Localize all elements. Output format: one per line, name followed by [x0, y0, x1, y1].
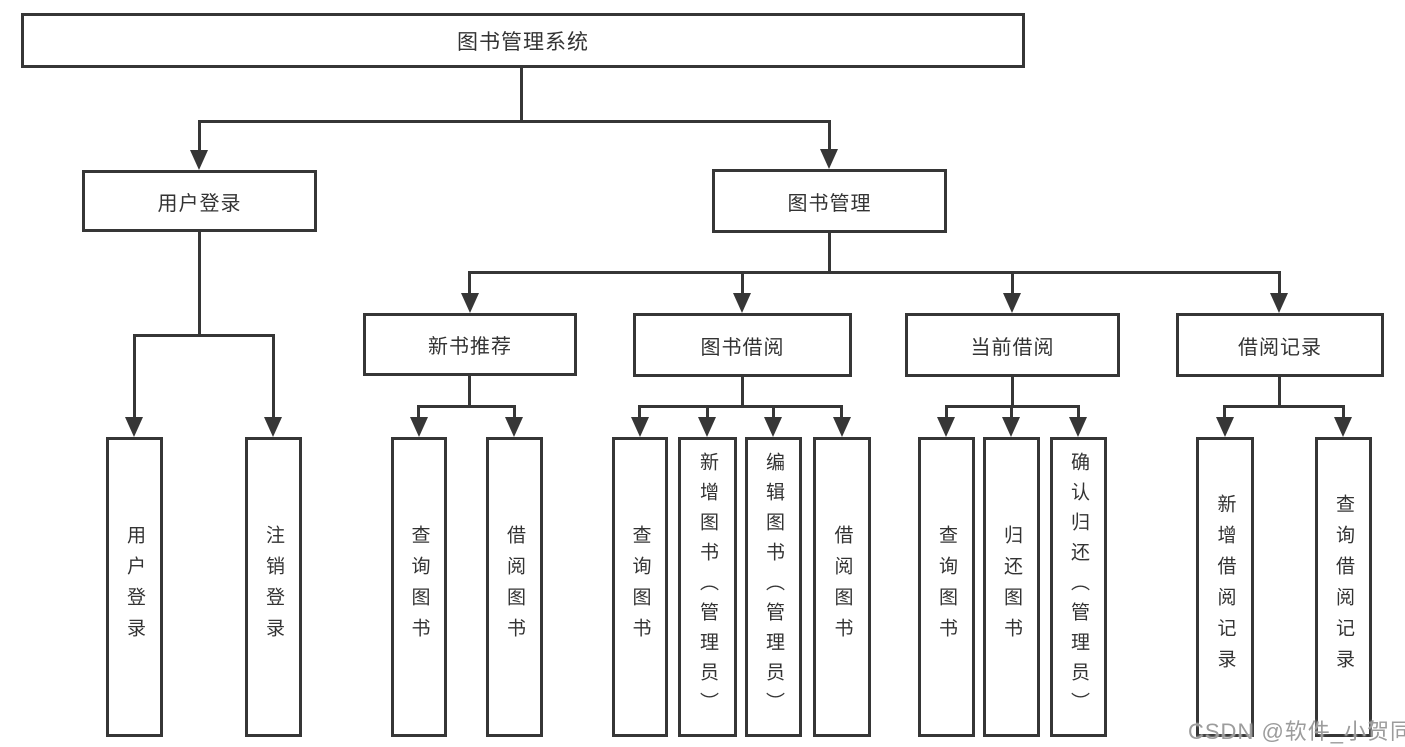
connector-line [513, 405, 516, 419]
connector-line [1278, 271, 1281, 295]
arrow-head [733, 293, 751, 313]
leaf-borrow-add-books-admin: 新增图书（管理员） [678, 437, 737, 737]
arrow-head [937, 417, 955, 437]
connector-line [1223, 405, 1344, 408]
leaf-records-add-record: 新增借阅记录 [1196, 437, 1254, 737]
connector-line [1342, 405, 1345, 419]
leaf-newbook-borrow-books: 借阅图书 [486, 437, 543, 737]
connector-line [945, 405, 948, 419]
arrow-head [764, 417, 782, 437]
arrow-head [461, 293, 479, 313]
leaf-user-login: 用户登录 [106, 437, 163, 737]
leaf-borrow-borrow-books: 借阅图书 [813, 437, 871, 737]
node-book-borrowing: 图书借阅 [633, 313, 852, 377]
connector-line [198, 120, 201, 152]
leaf-borrow-query-books: 查询图书 [612, 437, 668, 737]
node-book-management: 图书管理 [712, 169, 947, 233]
arrow-head [1003, 293, 1021, 313]
connector-line [741, 271, 744, 295]
leaf-borrow-add-books-admin-label: 新增图书（管理员） [697, 452, 718, 722]
leaf-current-return-books: 归还图书 [983, 437, 1040, 737]
connector-line [468, 376, 471, 407]
connector-line [1278, 377, 1281, 407]
connector-line [133, 334, 136, 419]
node-new-book-recommend: 新书推荐 [363, 313, 577, 376]
arrow-head [264, 417, 282, 437]
node-borrowing-records: 借阅记录 [1176, 313, 1384, 377]
leaf-borrow-query-books-label: 查询图书 [629, 525, 651, 649]
connector-line [640, 405, 842, 408]
node-user-login: 用户登录 [82, 170, 317, 232]
connector-line [1011, 271, 1014, 295]
leaf-logout-label: 注销登录 [263, 525, 284, 649]
connector-line [520, 68, 523, 122]
node-root: 图书管理系统 [21, 13, 1025, 68]
connector-line [638, 405, 641, 419]
connector-line [133, 334, 275, 337]
leaf-borrow-edit-books-admin-label: 编辑图书（管理员） [763, 452, 784, 722]
leaf-newbook-query-books: 查询图书 [391, 437, 447, 737]
arrow-head [820, 149, 838, 169]
leaf-records-query-record-label: 查询借阅记录 [1333, 494, 1354, 680]
connector-line [419, 405, 515, 408]
leaf-user-login-label: 用户登录 [124, 525, 145, 649]
connector-line [198, 232, 201, 336]
arrow-head [1069, 417, 1087, 437]
arrow-head [1270, 293, 1288, 313]
connector-line [1077, 405, 1080, 419]
leaf-newbook-borrow-books-label: 借阅图书 [504, 525, 525, 649]
leaf-current-query-books: 查询图书 [918, 437, 975, 737]
leaf-records-query-record: 查询借阅记录 [1315, 437, 1372, 737]
connector-line [1223, 405, 1226, 419]
leaf-current-return-books-label: 归还图书 [1001, 525, 1022, 649]
connector-line [468, 271, 471, 295]
leaf-logout: 注销登录 [245, 437, 302, 737]
leaf-current-query-books-label: 查询图书 [936, 525, 957, 649]
connector-line [417, 405, 420, 419]
leaf-records-add-record-label: 新增借阅记录 [1214, 494, 1236, 680]
arrow-head [190, 150, 208, 170]
node-current-borrowing: 当前借阅 [905, 313, 1120, 377]
arrow-head [833, 417, 851, 437]
leaf-borrow-edit-books-admin: 编辑图书（管理员） [745, 437, 802, 737]
arrow-head [505, 417, 523, 437]
connector-line [706, 405, 709, 419]
connector-line [828, 120, 831, 151]
watermark: CSDN @软件_小贺同学 [1188, 719, 1405, 744]
leaf-borrow-borrow-books-label: 借阅图书 [831, 525, 853, 649]
arrow-head [410, 417, 428, 437]
leaf-current-confirm-return-admin-label: 确认归还（管理员） [1068, 452, 1089, 722]
connector-line [198, 120, 831, 123]
arrow-head [1002, 417, 1020, 437]
connector-line [1011, 377, 1014, 407]
arrow-head [1216, 417, 1234, 437]
connector-line [1010, 405, 1013, 419]
connector-line [840, 405, 843, 419]
leaf-newbook-query-books-label: 查询图书 [408, 525, 430, 649]
arrow-head [698, 417, 716, 437]
connector-line [272, 334, 275, 419]
leaf-current-confirm-return-admin: 确认归还（管理员） [1050, 437, 1107, 737]
arrow-head [125, 417, 143, 437]
connector-line [772, 405, 775, 419]
connector-line [828, 233, 831, 273]
arrow-head [631, 417, 649, 437]
connector-line [741, 377, 744, 407]
arrow-head [1334, 417, 1352, 437]
connector-line [470, 271, 1280, 274]
